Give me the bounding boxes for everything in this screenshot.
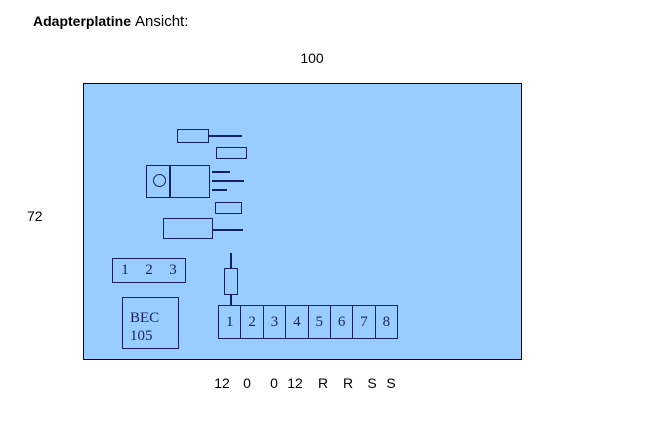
smd-resistor-top [177,129,209,143]
resistor-lead-top [230,253,232,268]
transistor-pin-2 [212,180,244,182]
transistor-pin-3 [212,189,227,191]
bec-label-line1: BEC [130,310,160,326]
transistor-pin-1 [212,171,230,173]
pin-header-cell-1: 1 [225,313,234,330]
pin-assignment-label-3: 0 [270,375,278,391]
transistor-mount-hole-icon [153,174,166,187]
servo-connector-123: 1 2 3 [112,258,186,283]
board-height-label: 72 [27,208,43,224]
pin-assignment-label-5: R [317,375,329,391]
pin-header-cell-5: 5 [307,306,330,338]
pin-assignment-label-8: S [386,375,396,391]
pin-header-cell-7: 7 [352,306,374,338]
smd-resistor-bottom [163,218,213,239]
smd-resistor-bottom-lead [212,229,243,231]
bec-label-line2: 105 [130,328,153,344]
pin-header-cell-4: 4 [285,306,307,338]
smd-pad-lower [215,202,242,214]
vertical-resistor [224,268,238,295]
transistor [146,164,210,198]
adapter-board: 1 2 3 BEC 105 1 2 3 4 5 6 7 8 [83,83,522,360]
pin-assignment-label-4: 12 [287,375,303,391]
board-width-label: 100 [300,50,324,66]
title-bold: Adapterplatine [33,13,132,29]
pin-assignment-label-7: S [367,375,377,391]
smd-resistor-top-lead [208,135,242,137]
pin-header: 1 2 3 4 5 6 7 8 [218,305,398,339]
pin-header-cell-6: 6 [329,306,352,338]
connector-pin-label: 1 [121,262,129,278]
pin-assignment-label-1: 12 [214,375,230,391]
resistor-lead-bottom [230,295,232,306]
title-regular: Ansicht: [135,13,189,30]
pin-assignment-label-2: 0 [243,375,251,391]
smd-pad-upper [216,147,247,159]
pin-header-cell-3: 3 [262,306,285,338]
connector-pin-label: 3 [169,262,177,278]
transistor-divider [169,164,171,198]
bec-module: BEC 105 [122,297,179,349]
pin-header-cell-8: 8 [374,306,397,338]
pin-assignment-label-6: R [342,375,354,391]
pin-header-cell-2: 2 [240,306,262,338]
connector-pin-label: 2 [145,262,153,278]
